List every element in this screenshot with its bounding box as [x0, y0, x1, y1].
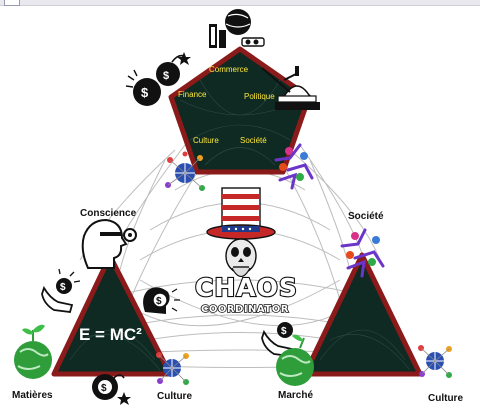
- pentagon-label-societe: Société: [240, 136, 267, 145]
- svg-text:$: $: [141, 85, 149, 100]
- pentagon-label-finance: Finance: [178, 90, 207, 99]
- right-triangle: [302, 252, 423, 377]
- label-societe: Société: [348, 211, 384, 222]
- people-hands-icon: [274, 143, 314, 190]
- label-matieres: Matières: [12, 390, 53, 401]
- money-bag-bomb-icon: $ $: [125, 52, 191, 106]
- coin-bomb-icon: $: [92, 374, 131, 405]
- uncle-sam-skull-icon: [206, 187, 276, 278]
- logo-title: CHAOS: [195, 273, 298, 302]
- label-marche: Marché: [278, 390, 313, 401]
- network-globe-icon: [418, 345, 452, 378]
- window-top-bar: [0, 0, 480, 6]
- network-globe-icon: [156, 352, 189, 385]
- pentagon-label-culture: Culture: [193, 136, 219, 145]
- formula-text: E = MC²: [79, 325, 142, 344]
- left-triangle: [51, 253, 173, 377]
- label-conscience: Conscience: [80, 208, 137, 219]
- label-culture-left: Culture: [157, 391, 192, 402]
- capitol-icon: [261, 66, 320, 110]
- network-globe-icon: [165, 151, 205, 191]
- label-culture-right: Culture: [428, 393, 463, 404]
- earth-sprout-icon: [14, 324, 52, 379]
- logo-subtitle: COORDINATOR: [201, 304, 289, 315]
- pentagon-label-commerce: Commerce: [209, 65, 249, 74]
- head-coin-icon: $: [143, 287, 180, 314]
- hand-coin-icon: $: [41, 268, 81, 313]
- head-key-icon: [81, 218, 137, 269]
- svg-text:$: $: [163, 70, 169, 82]
- factory-globe-icon: [209, 9, 265, 48]
- earth-sprout-icon: [276, 334, 314, 386]
- window-tab-marker: [4, 0, 20, 6]
- pentagon-label-politique: Politique: [244, 92, 275, 101]
- svg-text:$: $: [101, 383, 107, 394]
- people-hands-icon: [340, 228, 385, 278]
- svg-text:$: $: [156, 296, 162, 307]
- svg-text:$: $: [60, 282, 66, 293]
- svg-text:$: $: [281, 326, 287, 337]
